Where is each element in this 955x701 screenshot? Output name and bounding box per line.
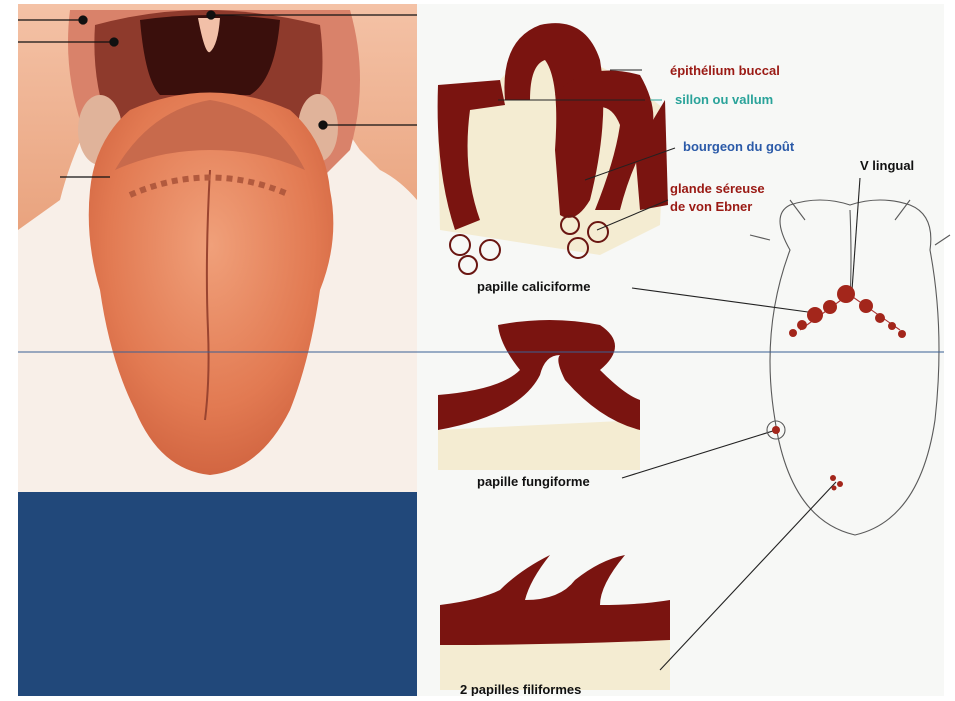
- label-von-ebner: de von Ebner: [670, 199, 752, 214]
- label-bourgeon-gout: bourgeon du goût: [683, 139, 795, 154]
- label-epithelium-buccal: épithélium buccal: [670, 63, 780, 78]
- label-sillon-vallum: sillon ou vallum: [675, 92, 773, 107]
- label-papille-caliciforme: papille caliciforme: [477, 279, 590, 294]
- label-papilles-filiformes: 2 papilles filiformes: [460, 682, 581, 696]
- label-papille-fungiforme: papille fungiforme: [477, 474, 590, 489]
- label-glande-sereuse: glande séreuse: [670, 181, 765, 196]
- label-v-lingual: V lingual: [860, 158, 914, 173]
- blue-panel: [18, 492, 417, 696]
